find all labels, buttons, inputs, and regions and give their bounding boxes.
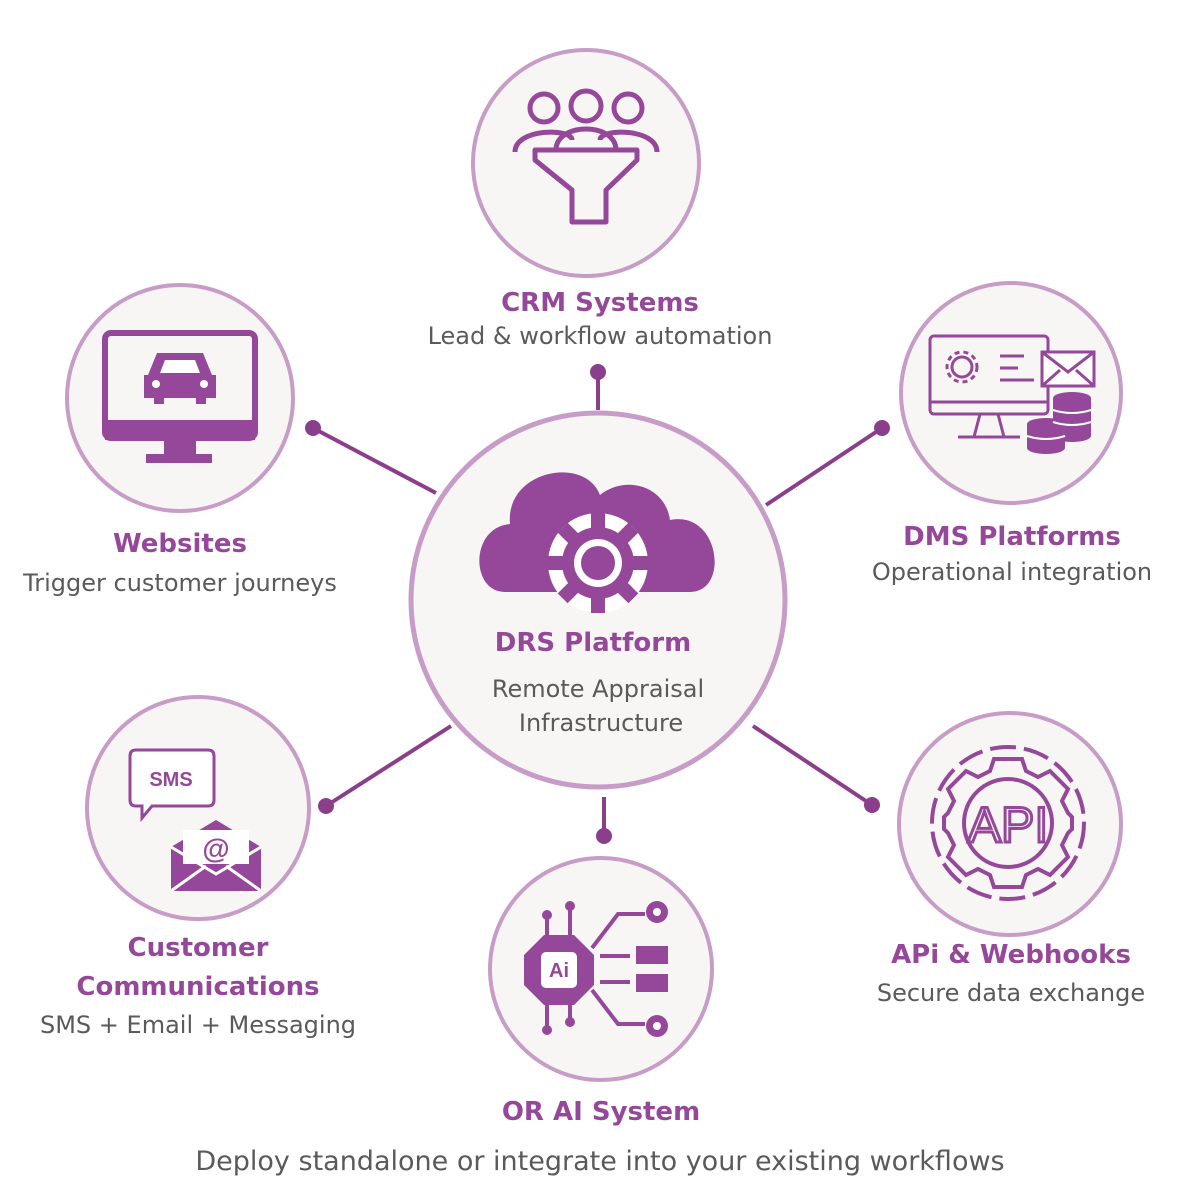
api-icon-text: API: [968, 797, 1049, 853]
connector-dms: [764, 426, 884, 507]
api-title: APi & Webhooks: [891, 940, 1131, 970]
people-funnel-icon: [512, 88, 660, 225]
center-title: DRS Platform: [494, 628, 692, 658]
connectors: [305, 364, 890, 844]
crm-subtitle: Lead & workflow automation: [427, 322, 773, 350]
communications-subtitle: SMS + Email + Messaging: [39, 1011, 357, 1039]
center-node: [408, 410, 788, 790]
sms-label: SMS: [149, 769, 192, 791]
communications-node: [85, 695, 311, 921]
crm-title: CRM Systems: [501, 288, 699, 318]
sms-email-icon: [128, 748, 262, 893]
center-subtitle-line2: Infrastructure: [518, 709, 684, 737]
websites-title: Websites: [113, 529, 247, 559]
connector-communications-dot: [318, 798, 334, 814]
monitor-car-icon: [102, 330, 258, 463]
communications-title-line2: Communications: [76, 972, 320, 1002]
center-subtitle-line1: Remote Appraisal: [491, 675, 705, 703]
ai-icon-text: Ai: [549, 960, 569, 982]
dms-subtitle: Operational integration: [871, 558, 1153, 586]
connector-ai-dot: [596, 828, 612, 844]
connector-communications: [324, 724, 453, 808]
communications-title-line1: Customer: [127, 933, 269, 963]
ai-title: OR AI System: [501, 1097, 701, 1127]
connector-api-dot: [864, 797, 880, 813]
crm-circle: [471, 48, 701, 278]
email-at-symbol: @: [202, 833, 229, 864]
connector-api: [751, 724, 874, 807]
websites-node: [65, 283, 295, 513]
footer-caption: Deploy standalone or integrate into your…: [195, 1146, 1005, 1177]
api-subtitle: Secure data exchange: [876, 979, 1146, 1007]
api-node: [897, 711, 1123, 937]
dms-node: [899, 281, 1123, 505]
connector-websites-dot: [305, 420, 321, 436]
websites-subtitle: Trigger customer journeys: [23, 569, 337, 597]
connector-dms-dot: [874, 420, 890, 436]
ai-chip-icon: [524, 901, 668, 1037]
dms-title: DMS Platforms: [903, 522, 1121, 552]
monitor-gear-database-icon: [928, 334, 1096, 454]
ai-node: [488, 856, 714, 1082]
crm-node: [471, 48, 701, 278]
ai-circle: [488, 856, 714, 1082]
api-gear-icon: [930, 745, 1086, 901]
cloud-gear-icon: [479, 472, 715, 613]
dms-circle: [899, 281, 1123, 505]
connector-crm-dot: [590, 364, 606, 380]
connector-websites: [312, 426, 437, 495]
